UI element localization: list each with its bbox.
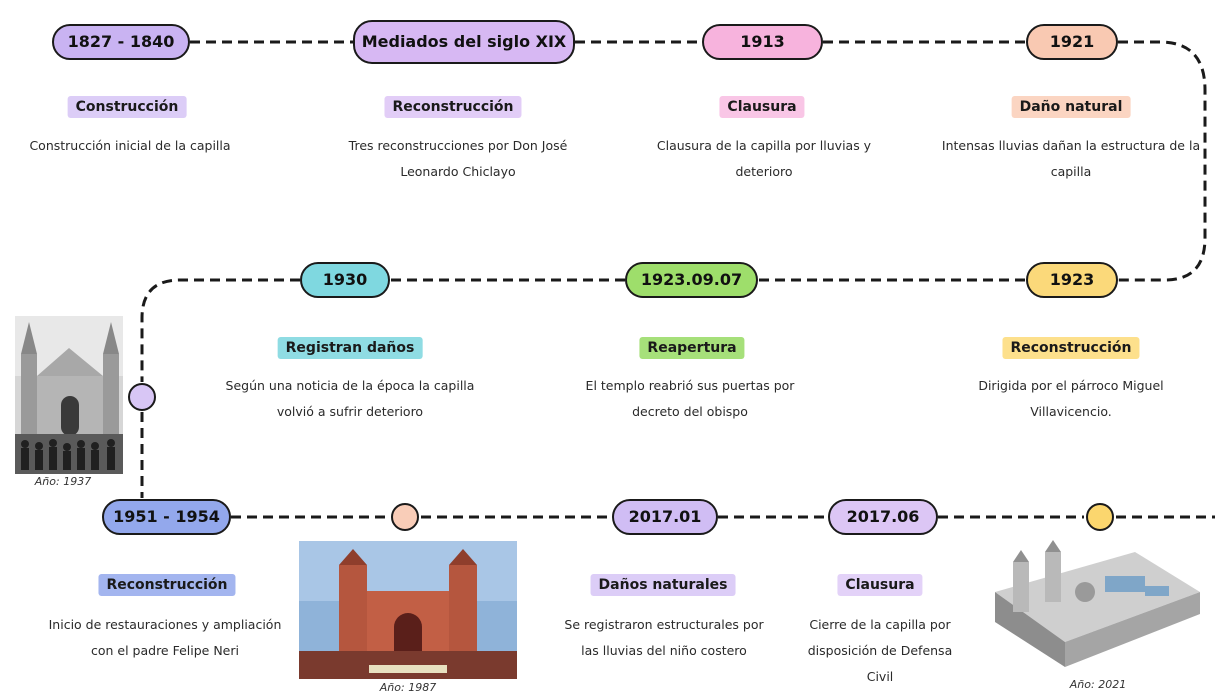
desc-2017-06: Cierre de la capilla por disposición de … (807, 617, 953, 684)
date-pill-1827: 1827 - 1840 (52, 24, 190, 60)
tag-construccion: Construcción (67, 96, 187, 118)
desc-1827: Construcción inicial de la capilla (29, 138, 231, 153)
church-photo-1937 (15, 316, 123, 474)
desc-1923: Dirigida por el párroco Miguel Villavice… (978, 378, 1164, 419)
tag-danos-naturales: Daños naturales (590, 574, 736, 596)
marker-dot-yellow (1086, 503, 1114, 531)
desc-1951: Inicio de restauraciones y ampliación co… (48, 617, 282, 658)
date-pill-2017-06: 2017.06 (828, 499, 938, 535)
desc-1923-09-07: El templo reabrió sus puertas por decret… (585, 378, 795, 419)
desc-1921: Intensas lluvias dañan la estructura de … (941, 138, 1201, 179)
desc-2017-01: Se registraron estructurales por las llu… (564, 617, 764, 658)
marker-dot-lilac (128, 383, 156, 411)
tag-reconstruccion-1: Reconstrucción (384, 96, 522, 118)
date-pill-1951: 1951 - 1954 (102, 499, 231, 535)
tag-reconstruccion-3: Reconstrucción (98, 574, 236, 596)
desc-1930: Según una noticia de la época la capilla… (225, 378, 475, 419)
date-pill-1923: 1923 (1026, 262, 1118, 298)
caption-1987: Año: 1987 (379, 681, 437, 694)
tag-reapertura: Reapertura (639, 337, 745, 359)
desc-1913: Clausura de la capilla por lluvias y det… (656, 138, 872, 179)
tag-clausura-2: Clausura (837, 574, 923, 596)
tag-dano-natural: Daño natural (1011, 96, 1131, 118)
date-pill-mid-xix: Mediados del siglo XIX (353, 20, 575, 64)
date-pill-1930: 1930 (300, 262, 390, 298)
caption-2021: Año: 2021 (1069, 678, 1127, 691)
date-pill-1921: 1921 (1026, 24, 1118, 60)
church-photo-2021 (985, 532, 1205, 674)
caption-1937: Año: 1937 (34, 475, 92, 488)
tag-reconstruccion-2: Reconstrucción (1002, 337, 1140, 359)
marker-dot-peach (391, 503, 419, 531)
date-pill-1913: 1913 (702, 24, 823, 60)
desc-mid-xix: Tres reconstrucciones por Don José Leona… (348, 138, 568, 179)
tag-clausura-1: Clausura (719, 96, 805, 118)
date-pill-2017-01: 2017.01 (612, 499, 718, 535)
date-pill-1923-09-07: 1923.09.07 (625, 262, 758, 298)
church-photo-1987 (299, 541, 517, 679)
tag-registran-danos: Registran daños (277, 337, 423, 359)
